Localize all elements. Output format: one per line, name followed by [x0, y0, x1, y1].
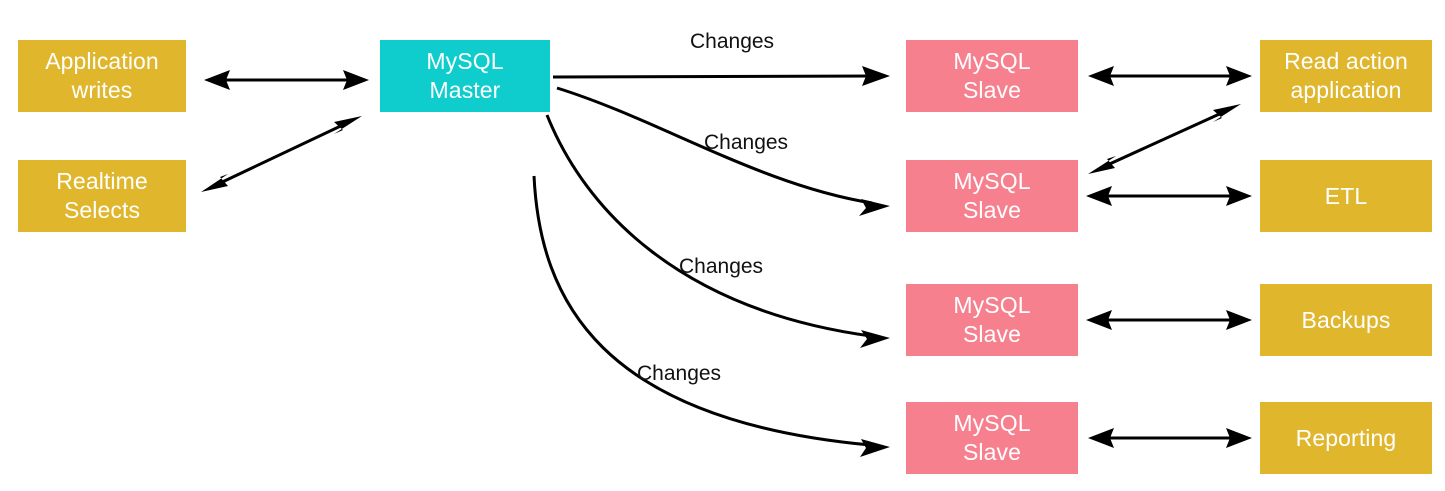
edge-label-changes-4: Changes: [637, 362, 722, 385]
edge-label-changes-1: Changes: [690, 30, 775, 53]
node-mysql-slave-3[interactable]: MySQL Slave: [906, 284, 1078, 356]
edge-slave-1-to-read-action: [1088, 66, 1252, 86]
edge-master-to-slave-2: [556, 86, 890, 216]
node-label-mysql-slave-3: MySQL Slave: [953, 292, 1031, 347]
node-application-writes[interactable]: Application writes: [18, 40, 186, 112]
node-label-mysql-slave-1: MySQL Slave: [953, 48, 1031, 103]
edge-realtime-to-master: [201, 116, 362, 192]
node-label-application-writes: Application writes: [45, 48, 159, 103]
node-label-mysql-slave-2: MySQL Slave: [953, 168, 1031, 223]
node-mysql-master[interactable]: MySQL Master: [380, 40, 550, 112]
edge-label-changes-2: Changes: [704, 131, 789, 154]
node-label-read-action-application: Read action application: [1284, 48, 1408, 103]
node-label-realtime-selects: Realtime Selects: [56, 168, 148, 223]
edge-master-to-slave-1: [552, 66, 890, 86]
node-label-etl: ETL: [1324, 182, 1368, 209]
node-label-mysql-slave-4: MySQL Slave: [953, 410, 1031, 465]
node-label-reporting: Reporting: [1295, 424, 1397, 451]
edge-writes-to-master: [204, 70, 369, 90]
node-realtime-selects[interactable]: Realtime Selects: [18, 160, 186, 232]
node-mysql-slave-1[interactable]: MySQL Slave: [906, 40, 1078, 112]
node-label-mysql-master: MySQL Master: [426, 48, 504, 103]
node-read-action-application[interactable]: Read action application: [1260, 40, 1432, 112]
edge-label-changes-3: Changes: [679, 255, 764, 278]
edge-slave-3-to-backups: [1086, 310, 1252, 330]
edge-slave-4-to-reporting: [1088, 428, 1252, 448]
edge-slave-2-to-read-action: [1088, 104, 1241, 174]
node-backups[interactable]: Backups: [1260, 284, 1432, 356]
node-reporting[interactable]: Reporting: [1260, 402, 1432, 474]
node-etl[interactable]: ETL: [1260, 160, 1432, 232]
edge-slave-2-to-etl: [1086, 186, 1252, 206]
node-label-backups: Backups: [1301, 306, 1391, 333]
edge-master-to-slave-4: [532, 175, 890, 457]
edge-master-to-slave-3: [545, 114, 890, 348]
node-mysql-slave-2[interactable]: MySQL Slave: [906, 160, 1078, 232]
node-mysql-slave-4[interactable]: MySQL Slave: [906, 402, 1078, 474]
